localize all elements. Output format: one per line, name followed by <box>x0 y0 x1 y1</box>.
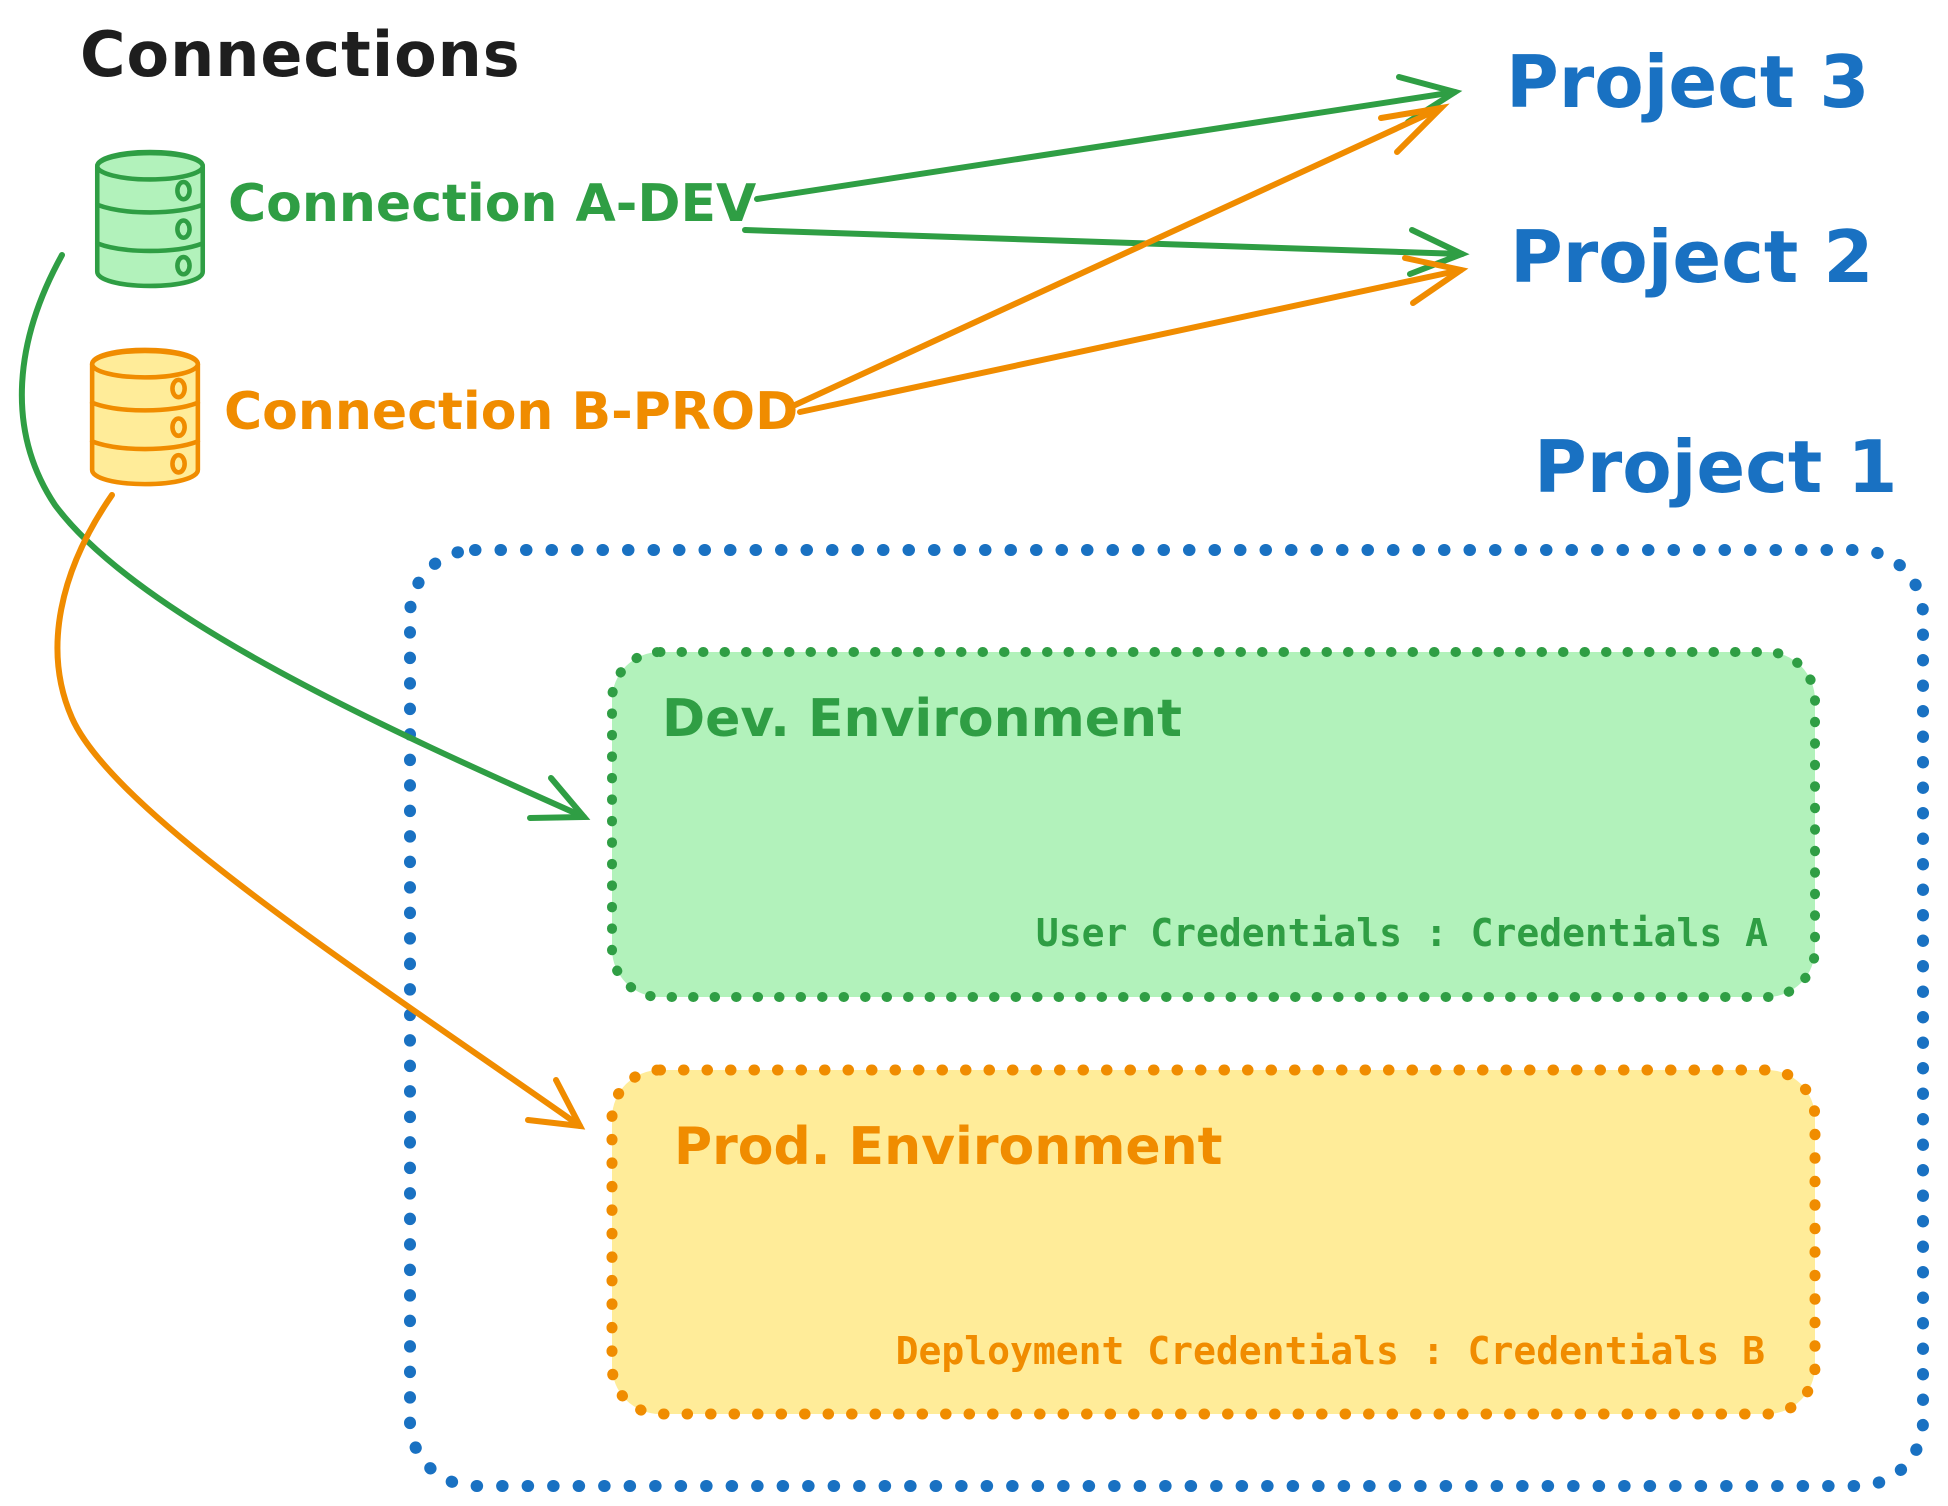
project-3-label: Project 3 <box>1506 40 1870 124</box>
project-2-label: Project 2 <box>1510 215 1874 299</box>
project1-container-box <box>404 544 1929 1492</box>
dev-environment-box <box>607 647 1820 1002</box>
arrow-adev-project2 <box>742 227 1470 277</box>
arrow-bprod-prod-environment <box>54 492 586 1130</box>
dev-environment-title: Dev. Environment <box>662 689 1182 749</box>
connection-a-dev-label: Connection A-DEV <box>228 174 757 234</box>
prod-environment-credentials: Deployment Credentials : Credentials B <box>895 1329 1765 1373</box>
database-icon <box>89 347 201 487</box>
prod-environment-box <box>606 1064 1821 1420</box>
arrow-adev-dev-environment <box>18 252 591 821</box>
database-icon <box>94 149 206 289</box>
connection-b-prod-label: Connection B-PROD <box>224 382 799 442</box>
project-1-label: Project 1 <box>1534 425 1898 509</box>
diagram-title: Connections <box>80 18 521 91</box>
arrow-bprod-project2 <box>797 255 1469 415</box>
dev-environment-credentials: User Credentials : Credentials A <box>1035 911 1768 955</box>
arrow-bprod-project3 <box>792 103 1450 408</box>
prod-environment-title: Prod. Environment <box>674 1117 1223 1177</box>
arrow-adev-project3 <box>754 74 1463 202</box>
